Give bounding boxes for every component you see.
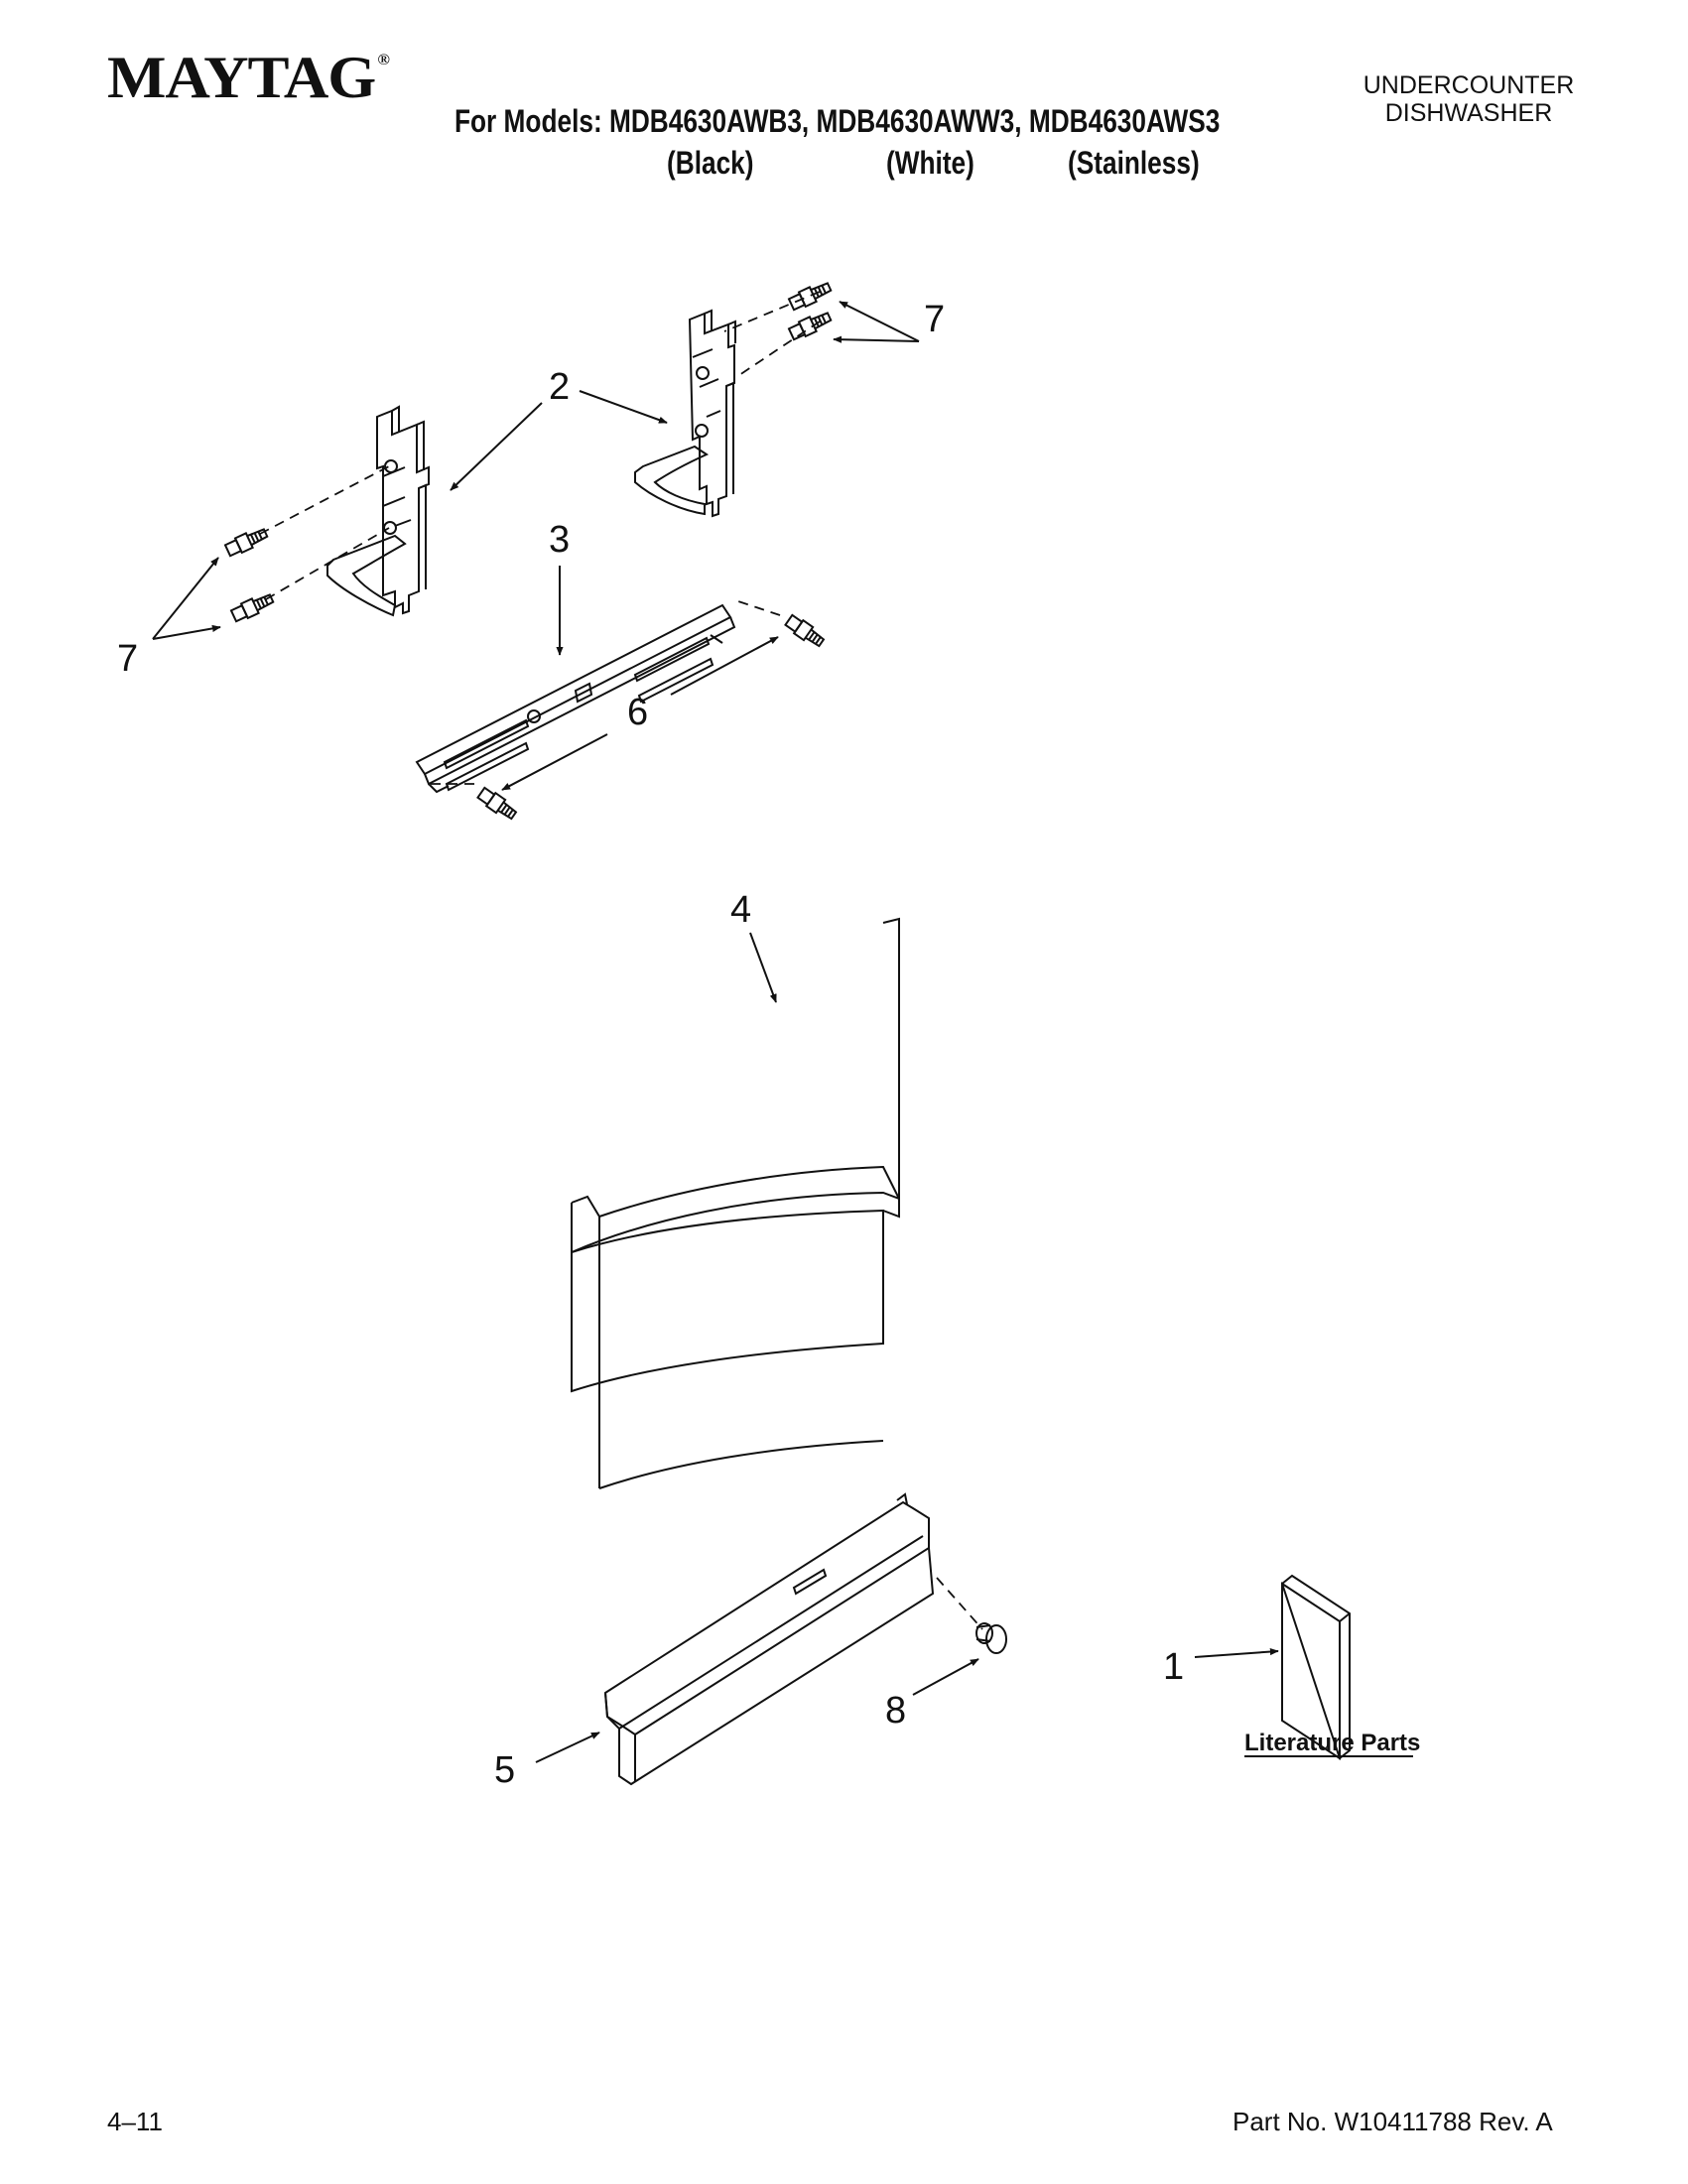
registered-mark: ®	[377, 52, 390, 68]
category-line-1: UNDERCOUNTER	[1363, 71, 1575, 99]
callout-8: 8	[885, 1690, 906, 1732]
product-category: UNDERCOUNTER DISHWASHER	[1350, 71, 1588, 127]
models-line: For Models: MDB4630AWB3, MDB4630AWW3, MD…	[454, 103, 1221, 139]
mounting-bar	[415, 603, 736, 794]
callout-2: 2	[549, 366, 570, 408]
screw-upper-right-b	[787, 312, 833, 341]
callout-3: 3	[549, 519, 570, 561]
callout-7-upper-right: 7	[924, 299, 945, 340]
callout-5: 5	[494, 1749, 515, 1791]
left-mounting-bracket	[326, 405, 430, 617]
callout-1: 1	[1163, 1646, 1184, 1688]
callout-6: 6	[627, 692, 648, 733]
leader-arrows	[152, 301, 1279, 1763]
part-number: Part No. W10411788 Rev. A	[1233, 2107, 1553, 2136]
variant-black: (Black)	[667, 145, 754, 181]
variant-stainless: (Stainless)	[1068, 145, 1200, 181]
literature-booklet	[1280, 1574, 1351, 1760]
callout-7-left: 7	[117, 638, 138, 680]
screw-left-a	[223, 528, 269, 558]
callout-4: 4	[730, 889, 751, 931]
variant-white: (White)	[886, 145, 974, 181]
maytag-logo: MAYTAG®	[107, 44, 390, 112]
right-mounting-bracket	[634, 309, 736, 518]
date-code: 4–11	[107, 2107, 163, 2136]
outer-door-panel	[571, 917, 900, 1489]
screw-bar-right	[784, 613, 826, 648]
brand-name: MAYTAG	[107, 45, 376, 110]
literature-parts-label: Literature Parts	[1244, 1730, 1420, 1756]
category-line-2: DISHWASHER	[1384, 99, 1553, 127]
screw-upper-right-a	[787, 282, 833, 312]
assembly-lines	[259, 291, 983, 1630]
toe-panel	[603, 1492, 935, 1786]
screw-left-b	[229, 593, 275, 623]
screw-bar-left	[476, 786, 518, 821]
toe-panel-fastener	[975, 1622, 1007, 1654]
